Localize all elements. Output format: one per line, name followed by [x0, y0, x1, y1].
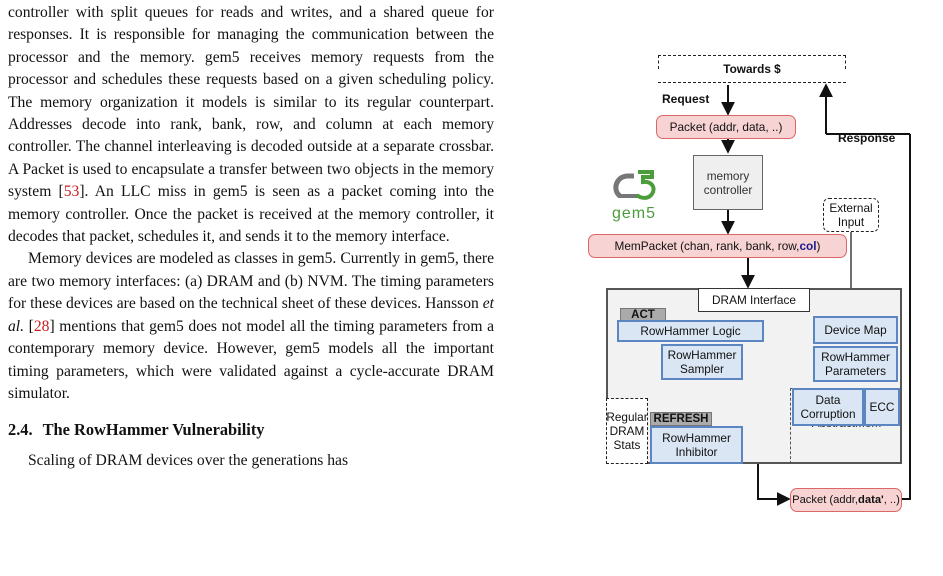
regular-dram-stats-label: Regular	[606, 410, 648, 424]
towards-cache-label: Towards $	[723, 62, 781, 76]
mempacket-label: )	[816, 239, 821, 253]
rowhammer-sampler-label: Sampler	[680, 362, 724, 376]
paper-text-column: controller with split queues for reads a…	[8, 2, 494, 472]
paragraph-text: [	[24, 317, 34, 335]
external-input-label: External	[829, 201, 873, 215]
arrow-to-packet-out	[757, 464, 791, 506]
device-map-box: Device Map	[813, 316, 898, 344]
section-number: 2.4.	[8, 420, 33, 440]
data-corruption-label: Data	[815, 393, 841, 407]
towards-cache-right-edge	[845, 55, 847, 69]
rowhammer-sampler-box: RowHammer Sampler	[661, 344, 743, 380]
memory-controller-box: memory controller	[693, 155, 763, 210]
ecc-label: ECC	[869, 400, 895, 414]
diagram-arrows	[682, 83, 911, 506]
mempacket-col-label: col	[799, 239, 817, 253]
rowhammer-parameters-box: RowHammer Parameters	[813, 346, 898, 382]
rowhammer-logic-label: RowHammer Logic	[640, 324, 741, 338]
memory-controller-label: controller	[703, 182, 753, 197]
mempacket-label: MemPacket (chan, rank, bank, row,	[614, 239, 800, 253]
rowhammer-logic-box: RowHammer Logic	[617, 320, 764, 342]
citation-link[interactable]: 53	[63, 183, 80, 201]
packet-in-label: Packet (addr, data, ..)	[669, 120, 783, 134]
mempacket-box: MemPacket (chan, rank, bank, row, col)	[588, 234, 847, 258]
rowhammer-parameters-label: Parameters	[825, 364, 886, 378]
external-input-box: External Input	[823, 198, 879, 232]
packet-out-box: Packet (addr, data', ..)	[790, 488, 902, 512]
section-title: The RowHammer Vulnerability	[42, 420, 265, 440]
gem5-rowhammer-diagram: Towards $ Request Response Packet (addr,…	[588, 52, 918, 522]
paragraph-text: ]. An LLC miss in gem5 is seen as a pack…	[8, 183, 494, 246]
paragraph-rowhammer: Scaling of DRAM devices over the generat…	[28, 451, 349, 469]
request-label: Request	[662, 92, 710, 106]
citation-link[interactable]: 28	[33, 317, 50, 335]
rowhammer-inhibitor-box: RowHammer Inhibitor	[650, 426, 743, 464]
gem5-logo-icon	[613, 170, 656, 200]
act-tag: ACT	[620, 308, 666, 322]
paragraph-memory-controller: controller with split queues for reads a…	[8, 2, 494, 248]
paragraph-text: ] mentions that gem5 does not model all …	[8, 317, 495, 402]
gem5-logo: gem5	[612, 170, 658, 222]
towards-cache-left-edge	[658, 55, 660, 69]
paragraph-memory-devices: Memory devices are modeled as classes in…	[8, 248, 494, 405]
rowhammer-inhibitor-label: Inhibitor	[675, 445, 718, 459]
paragraph-text: controller with split queues for reads a…	[8, 4, 494, 201]
packet-in-box: Packet (addr, data, ..)	[656, 115, 796, 139]
packet-out-data-label: data'	[858, 494, 884, 506]
response-label: Response	[838, 131, 896, 145]
rowhammer-inhibitor-label: RowHammer	[662, 431, 731, 445]
regular-dram-stats-label: DRAM	[609, 424, 645, 438]
dram-interface-label: DRAM Interface	[712, 293, 796, 307]
refresh-tag: REFRESH	[650, 412, 712, 426]
italic-text: et al.	[8, 295, 494, 335]
data-corruption-box: Data Corruption	[792, 388, 864, 426]
regular-dram-stats-label: Stats	[613, 438, 641, 452]
data-corruption-label: Corruption	[800, 407, 856, 421]
external-input-label: Input	[837, 215, 865, 229]
act-label: ACT	[631, 309, 655, 321]
rowhammer-sampler-label: RowHammer	[667, 348, 737, 362]
ecc-box: ECC	[864, 388, 900, 426]
memory-controller-label: memory	[706, 168, 750, 183]
arrow-response-line	[901, 134, 911, 500]
rowhammer-parameters-label: RowHammer	[821, 350, 890, 364]
dram-interface-box: DRAM Interface	[698, 288, 810, 312]
packet-out-label: Packet (addr,	[792, 494, 859, 506]
gem5-logo-text: gem5	[612, 205, 657, 222]
refresh-label: REFRESH	[653, 413, 709, 425]
device-map-label: Device Map	[824, 323, 887, 337]
packet-out-label: , ..)	[883, 494, 900, 506]
towards-cache-box: Towards $	[658, 55, 846, 83]
regular-dram-stats-box: Regular DRAM Stats	[606, 398, 648, 464]
paragraph-text: Memory devices are modeled as classes in…	[8, 250, 494, 313]
section-heading: 2.4. The RowHammer Vulnerability	[8, 419, 494, 441]
